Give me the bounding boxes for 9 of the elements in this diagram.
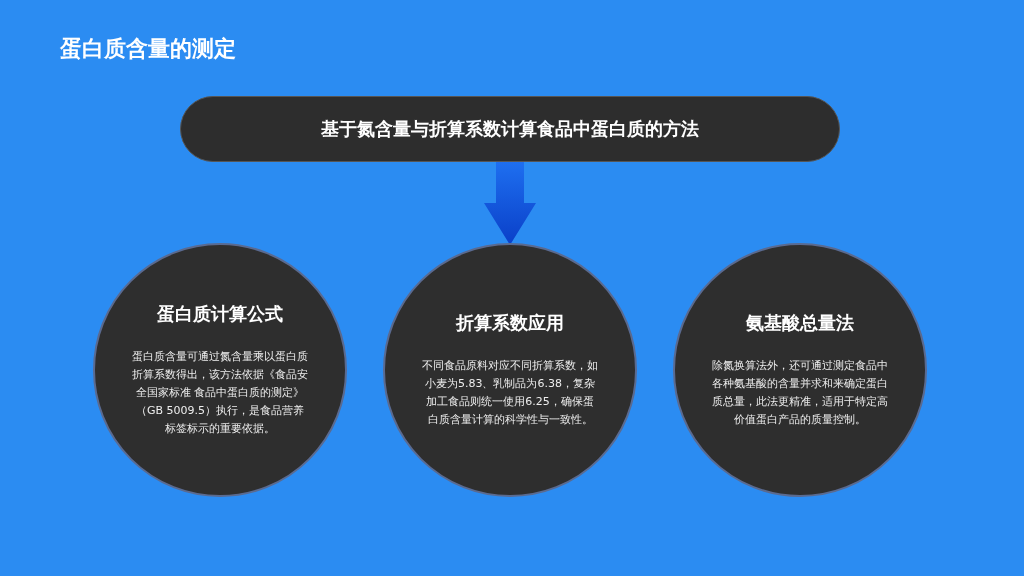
banner-text: 基于氮含量与折算系数计算食品中蛋白质的方法 (321, 117, 699, 141)
card-body-text: 蛋白质含量可通过氮含量乘以蛋白质折算系数得出，该方法依据《食品安全国家标准 食品中蛋白质的测定》（GB 5009.5）执行，是食品营养标签标示的重要依据。 (131, 348, 309, 438)
card-body-text: 不同食品原料对应不同折算系数，如小麦为5.83、乳制品为6.38，复杂加工食品则统一使用6.25，确保蛋白质含量计算的科学性与一致性。 (421, 357, 599, 429)
card-body-text: 除氮换算法外，还可通过测定食品中各种氨基酸的含量并求和来确定蛋白质总量，此法更精准，适用于特定高价值蛋白产品的质量控制。 (711, 357, 889, 429)
card-heading: 蛋白质计算公式 (157, 301, 283, 326)
card-heading: 折算系数应用 (456, 310, 564, 335)
page-title: 蛋白质含量的测定 (60, 35, 236, 63)
block-arrow (484, 162, 536, 245)
card-heading: 氨基酸总量法 (746, 310, 854, 335)
